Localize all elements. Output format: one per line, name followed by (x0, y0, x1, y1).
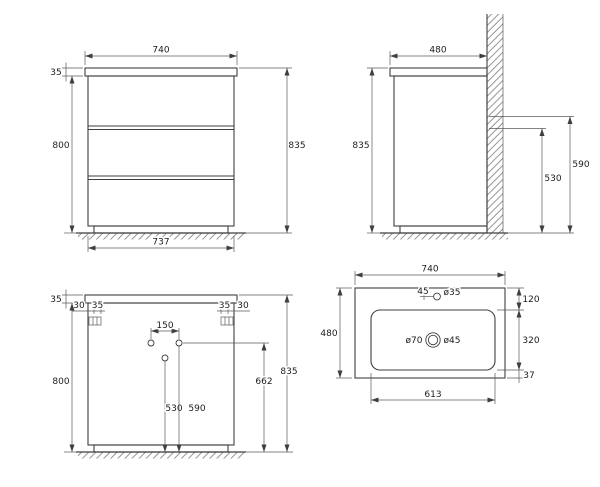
dim-label-top-bowl-width: 613 (424, 390, 441, 400)
side-view: 480 835 590 530 (351, 14, 591, 240)
mounting-hole-right (175, 339, 183, 347)
dim-label-back-total-height: 835 (280, 367, 297, 377)
dim-label-front-width: 740 (152, 46, 169, 56)
dim-label-top-drain-outer: ø70 (406, 336, 423, 346)
ground-hatch (382, 233, 508, 240)
dim-label-front-body-height: 800 (52, 141, 69, 151)
top-view: 45 ø35 ø70 ø45 740 480 120 320 37 613 (319, 263, 541, 404)
dim-label-back-counter-height: 35 (50, 295, 61, 305)
ground-hatch (78, 233, 244, 240)
drain-hole-inner (427, 334, 439, 346)
dim-label-top-faucet-offset: 45 (417, 287, 428, 297)
dim-label-back-left-inner: 35 (92, 301, 103, 311)
dim-label-back-hole-spacing: 150 (156, 321, 173, 331)
dim-label-front-total-height: 835 (288, 141, 305, 151)
basin-bowl (370, 309, 496, 371)
front-view: 740 35 800 835 737 (49, 44, 307, 252)
dim-label-back-hole-height-b: 590 (188, 404, 205, 414)
dim-label-top-drain-inner: ø45 (444, 336, 461, 346)
cabinet-body-front (87, 75, 235, 227)
plinth-front (93, 225, 229, 234)
countertop-side (389, 67, 488, 77)
cabinet-body-side (393, 75, 488, 227)
dim-label-front-width-bottom: 737 (152, 238, 169, 248)
dim-label-side-depth: 480 (429, 46, 446, 56)
dim-label-top-width: 740 (421, 265, 438, 275)
dim-label-back-hole-height-a: 530 (165, 404, 182, 414)
dim-label-top-depth: 480 (320, 329, 337, 339)
dim-label-back-hole-height-right: 662 (255, 377, 272, 387)
dim-label-front-counter-height: 35 (50, 68, 61, 78)
wall-hatch (487, 14, 503, 233)
dim-label-side-total-height: 835 (352, 141, 369, 151)
dim-label-side-lower-connection: 530 (544, 174, 561, 184)
basin-outline (354, 287, 506, 379)
dim-label-side-upper-connection: 590 (572, 160, 589, 170)
countertop-front (84, 67, 238, 77)
back-view: 35 30 35 35 30 150 800 662 835 530 590 (49, 289, 299, 459)
dim-label-back-right-inner: 35 (219, 301, 230, 311)
hanger-bracket-right (220, 316, 234, 326)
dim-label-back-left-outer: 30 (73, 301, 85, 311)
dim-label-back-right-outer: 30 (237, 301, 249, 311)
mounting-hole-left (147, 339, 155, 347)
dim-label-back-body-height: 800 (52, 377, 69, 387)
ground-hatch (78, 452, 244, 459)
faucet-hole (433, 292, 441, 301)
plinth-back (93, 444, 229, 453)
dim-label-top-bowl-to-edge: 37 (523, 371, 534, 381)
drain-hole-back (161, 354, 169, 362)
countertop-back (84, 294, 238, 304)
dim-label-top-bowl-depth: 320 (522, 336, 539, 346)
plinth-side (399, 225, 488, 234)
dim-label-top-faucet-dia: ø35 (444, 288, 461, 298)
hanger-bracket-left (88, 316, 102, 326)
dim-label-top-edge-to-bowl: 120 (522, 295, 539, 305)
